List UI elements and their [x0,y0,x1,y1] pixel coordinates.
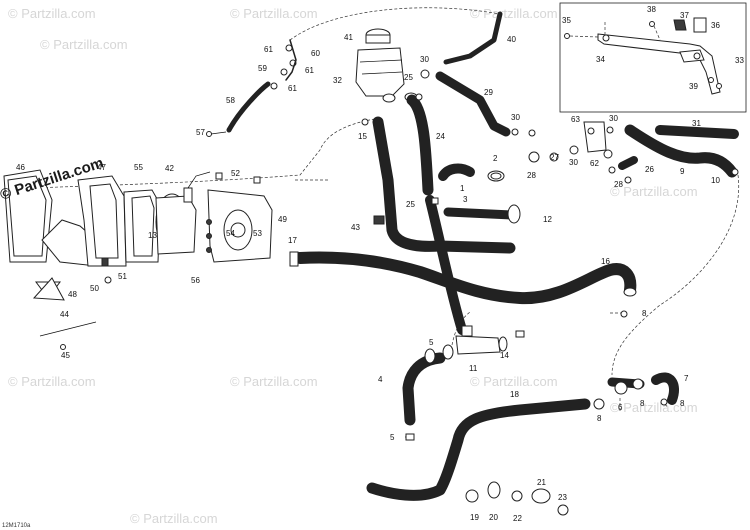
callout-1: 1 [460,184,465,193]
callout-8: 8 [642,309,647,318]
callout-20: 20 [489,513,498,522]
callout-51: 51 [118,272,127,281]
callout-8: 8 [680,399,685,408]
watermark: © Partzilla.com [130,511,218,526]
watermark: © Partzilla.com [610,184,698,199]
callout-61: 61 [305,66,314,75]
callout-18: 18 [510,390,519,399]
callout-49: 49 [278,215,287,224]
callout-45: 45 [61,351,70,360]
callout-26: 26 [645,165,654,174]
watermark: © Partzilla.com [8,6,96,21]
callout-25: 25 [404,73,413,82]
callout-19: 19 [470,513,479,522]
callout-43: 43 [351,223,360,232]
fittings-and-clamps [289,93,739,516]
callout-50: 50 [90,284,99,293]
watermark: © Partzilla.com [40,37,128,52]
callout-32: 32 [333,76,342,85]
callout-24: 24 [436,132,445,141]
callout-36: 36 [711,21,720,30]
callout-60: 60 [311,49,320,58]
callout-27: 27 [550,153,559,162]
callout-2: 2 [493,154,498,163]
callout-30: 30 [420,55,429,64]
callout-53: 53 [253,229,262,238]
watermark: © Partzilla.com [470,374,558,389]
callout-5: 5 [390,433,395,442]
callout-56: 56 [191,276,200,285]
callout-5: 5 [429,338,434,347]
callout-14: 14 [500,351,509,360]
callout-47: 47 [97,163,106,172]
watermark: © Partzilla.com [230,374,318,389]
watermark: © Partzilla.com [230,6,318,21]
callout-39: 39 [689,82,698,91]
callout-6: 6 [618,403,623,412]
callout-4: 4 [378,375,383,384]
callout-30: 30 [569,158,578,167]
breather-hoses [206,39,297,137]
callout-21: 21 [537,478,546,487]
callout-11: 11 [469,364,478,373]
callout-30: 30 [609,114,618,123]
callout-8: 8 [640,399,645,408]
callout-52: 52 [231,169,240,178]
callout-30: 30 [511,113,520,122]
callout-12: 12 [543,215,552,224]
callout-37: 37 [680,11,689,20]
callout-23: 23 [558,493,567,502]
callout-10: 10 [711,176,720,185]
callout-28: 28 [527,171,536,180]
callout-34: 34 [596,55,605,64]
bracket-inset [559,2,747,113]
callout-16: 16 [601,257,610,266]
callout-22: 22 [513,514,522,523]
watermark: © Partzilla.com [610,400,698,415]
callout-15: 15 [358,132,367,141]
callout-25: 25 [406,200,415,209]
callout-58: 58 [226,96,235,105]
callout-33: 33 [735,56,744,65]
callout-59: 59 [258,64,267,73]
callout-9: 9 [680,167,685,176]
callout-13: 13 [148,231,157,240]
callout-31: 31 [692,119,701,128]
callout-61: 61 [264,45,273,54]
callout-44: 44 [60,310,69,319]
callout-40: 40 [507,35,516,44]
callout-42: 42 [165,164,174,173]
callout-62: 62 [590,159,599,168]
callout-7: 7 [684,374,689,383]
callout-54: 54 [226,229,235,238]
callout-48: 48 [68,290,77,299]
callout-28: 28 [614,180,623,189]
coolant-reservoir [355,28,430,103]
air-filter-assembly [3,169,273,350]
callout-17: 17 [288,236,297,245]
callouts: 1 2 3 4 5 5 6 7 8 8 8 8 9 10 11 12 13 14… [16,5,744,523]
watermark: © Partzilla.com [470,6,558,21]
callout-35: 35 [562,16,571,25]
callout-8: 8 [597,414,602,423]
callout-29: 29 [484,88,493,97]
coolant-hoses [294,11,739,501]
diagram-code: 12M1710a [2,523,31,529]
callout-57: 57 [196,128,205,137]
watermarks: © Partzilla.com © Partzilla.com © Partzi… [8,6,698,526]
callout-38: 38 [647,5,656,14]
callout-41: 41 [344,33,353,42]
callout-55: 55 [134,163,143,172]
callout-46: 46 [16,163,25,172]
watermark: © Partzilla.com [8,374,96,389]
callout-63: 63 [571,115,580,124]
callout-61: 61 [288,84,297,93]
callout-3: 3 [463,195,468,204]
